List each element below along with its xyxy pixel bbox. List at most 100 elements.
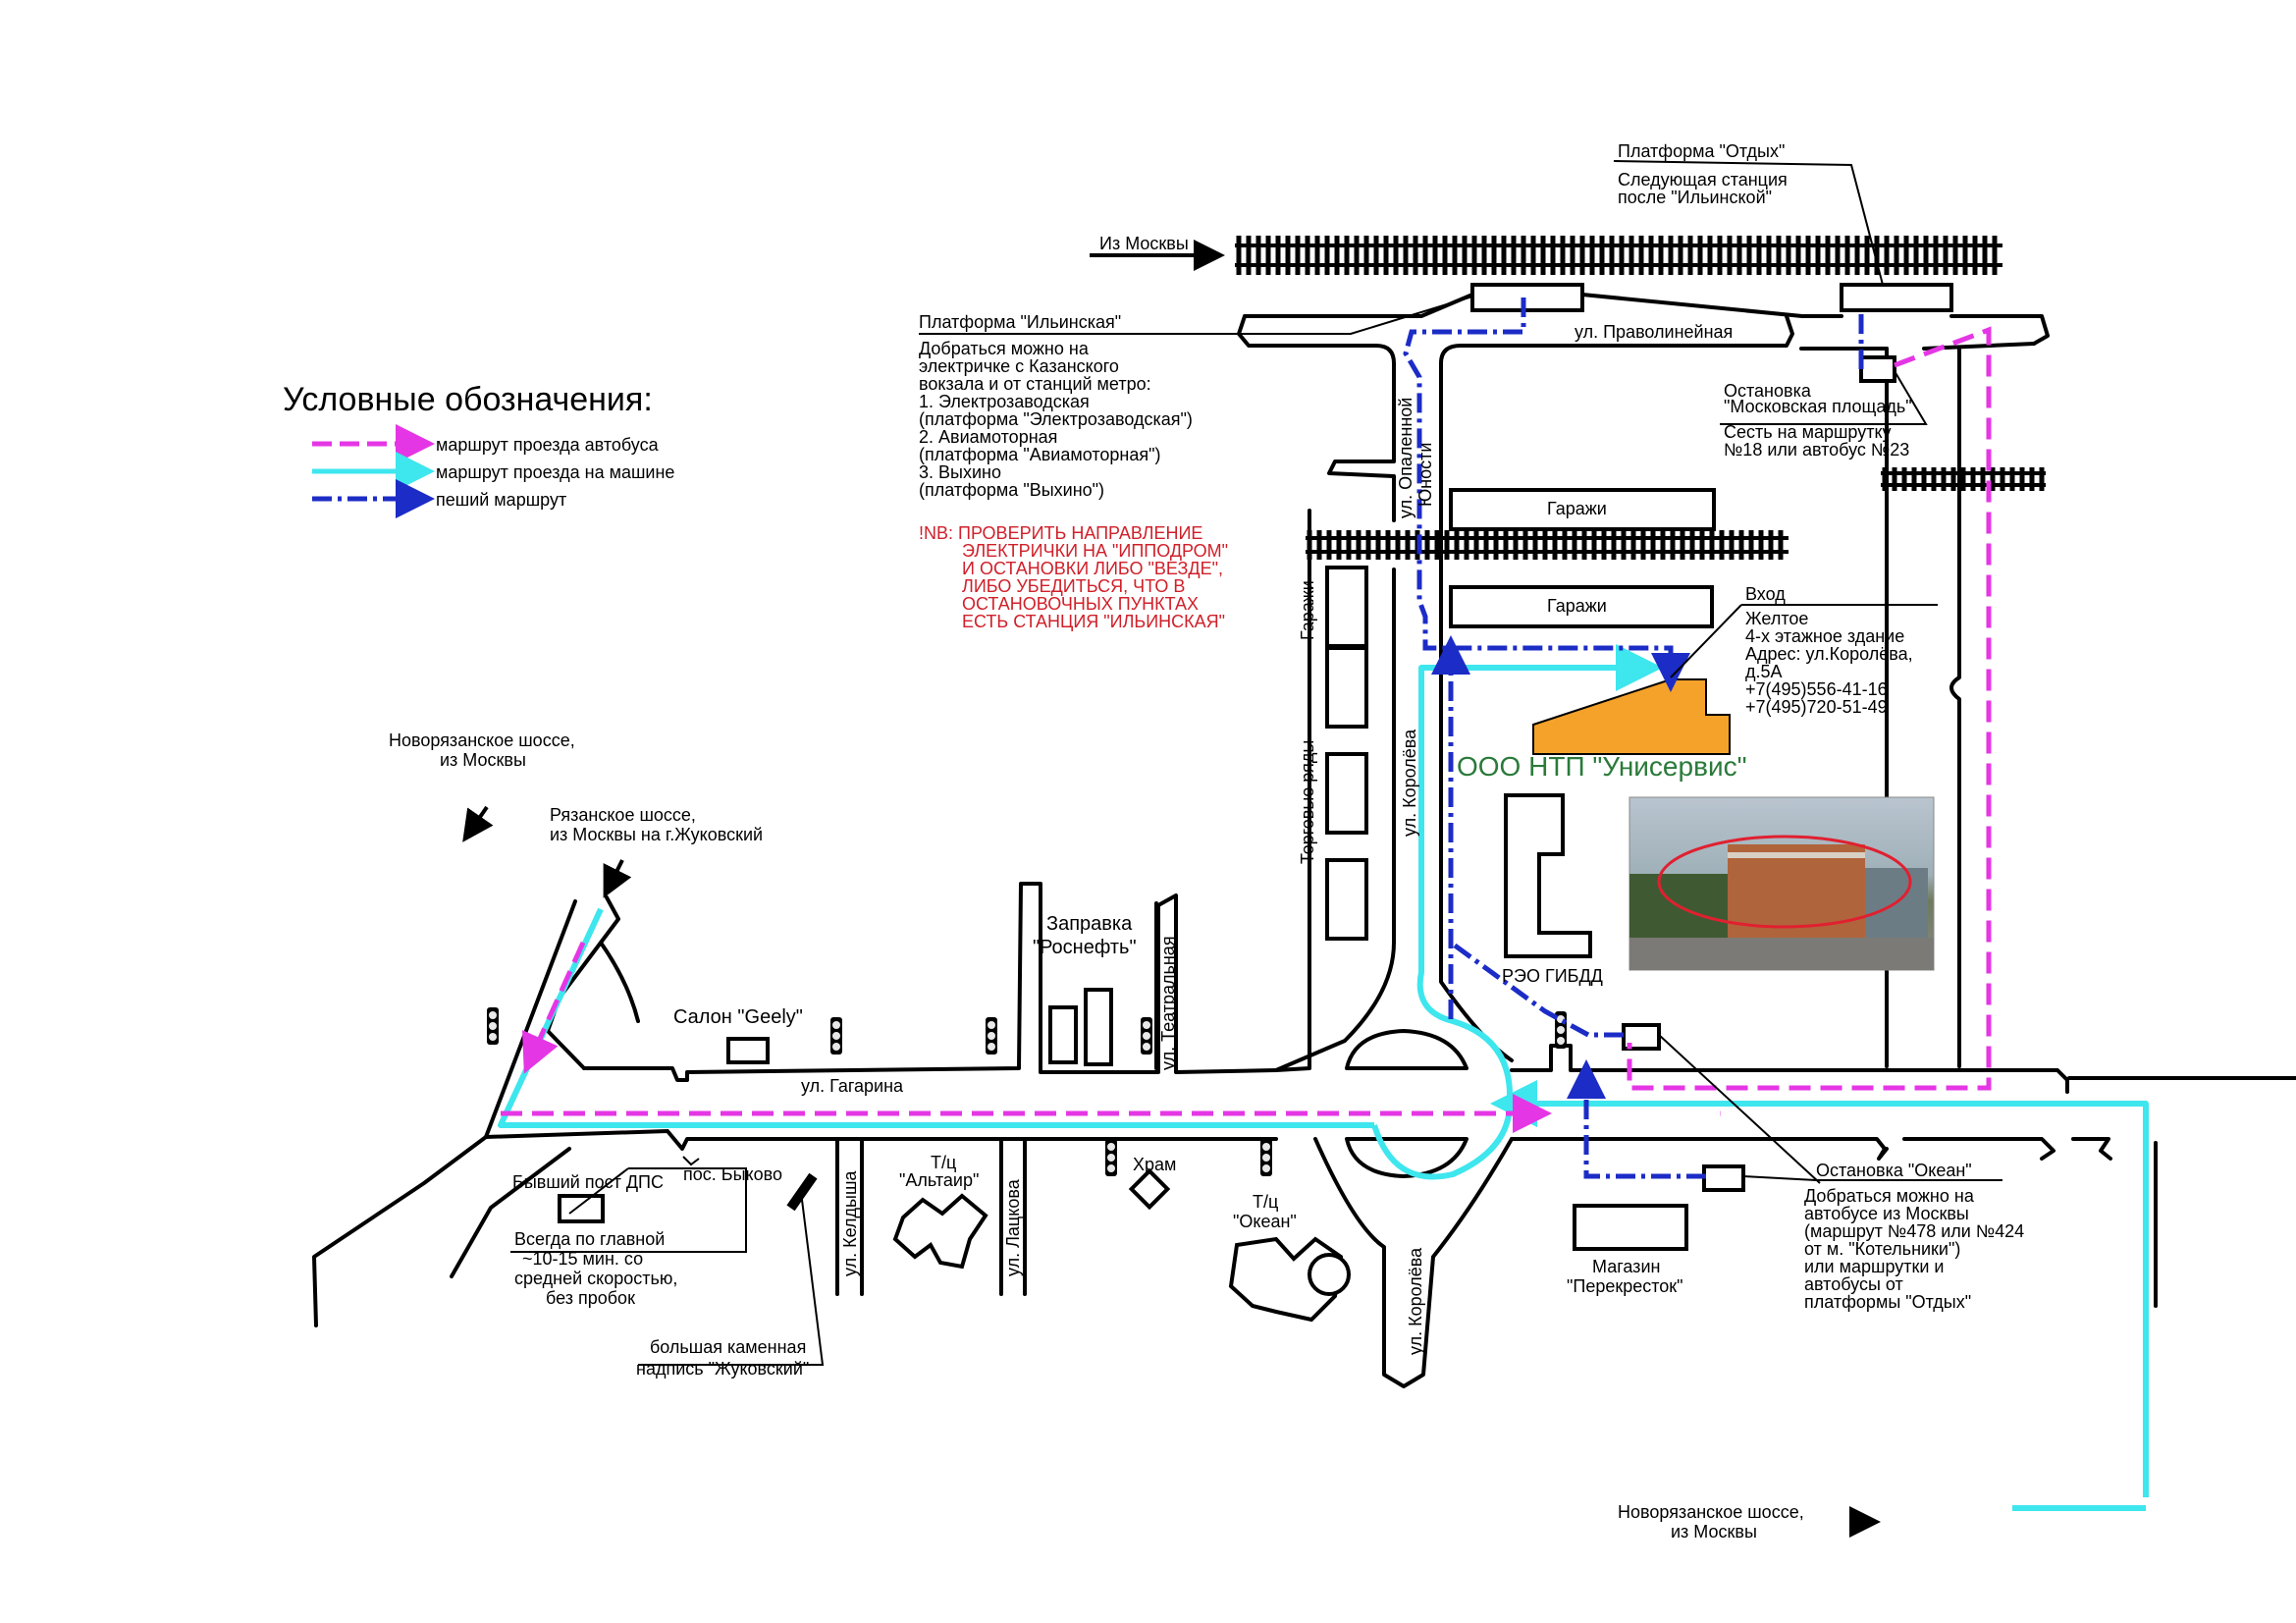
building-notes: Желтое 4-х этажное здание Адрес: ул.Коро… — [1745, 609, 1913, 717]
dps-building — [558, 1194, 605, 1223]
legend-title: Условные обозначения: — [283, 381, 653, 418]
platform-otdyh-label: Платформа "Отдых" — [1618, 141, 1785, 161]
ilyinskaya-notes: Добраться можно на электричке с Казанско… — [919, 339, 1193, 500]
leader-lines — [510, 160, 2002, 1366]
perekrestok-label-1: Магазин — [1592, 1257, 1660, 1276]
garages-1-label: Гаражи — [1547, 499, 1607, 518]
zapravka-label-1: Заправка — [1046, 913, 1133, 935]
svg-text:ОСТАНОВОЧНЫХ ПУНКТАХ: ОСТАНОВОЧНЫХ ПУНКТАХ — [962, 594, 1199, 614]
svg-text:ЕСТЬ СТАНЦИЯ "ИЛЬИНСКАЯ": ЕСТЬ СТАНЦИЯ "ИЛЬИНСКАЯ" — [962, 612, 1225, 631]
svg-text:И ОСТАНОВКИ ЛИБО "ВЕЗДЕ",: И ОСТАНОВКИ ЛИБО "ВЕЗДЕ", — [962, 559, 1223, 578]
novoryazanskoe-bottom-1: Новорязанское шоссе, — [1618, 1502, 1804, 1522]
street-opalennoy-1: ул. Опаленной — [1396, 398, 1415, 518]
zhukovsky-sign-label-2: надпись "Жуковский" — [636, 1359, 809, 1379]
street-koroleva-south: ул. Королёва — [1406, 1247, 1425, 1355]
garages-2-label: Гаражи — [1547, 596, 1607, 616]
street-koroleva-north: ул. Королёва — [1400, 729, 1419, 837]
stop-moskovskaya-label-1: Остановка — [1724, 381, 1812, 401]
traffic-light-icon — [986, 1017, 997, 1055]
svg-text:средней скоростью,: средней скоростью, — [514, 1269, 677, 1288]
buildings — [558, 355, 1896, 1323]
nb-warning: !NB: ПРОВЕРИТЬ НАПРАВЛЕНИЕ ЭЛЕКТРИЧКИ НА… — [919, 523, 1228, 631]
stop-okean-notes: Добраться можно на автобусе из Москвы (м… — [1804, 1186, 2024, 1312]
reo-gibdd-label: РЭО ГИБДД — [1502, 966, 1603, 986]
perekrestok-label-2: "Перекресток" — [1567, 1276, 1683, 1296]
svg-text:(платформа "Электрозаводская"): (платформа "Электрозаводская") — [919, 409, 1193, 429]
legend-car-label: маршрут проезда на машине — [436, 462, 674, 482]
walk-route-north — [1403, 298, 1690, 692]
street-gagarina: ул. Гагарина — [801, 1076, 904, 1096]
stop-moskovskaya-note-2: №18 или автобус №23 — [1724, 440, 1909, 460]
church-icon — [1128, 1167, 1171, 1211]
okean-mall-label-2: "Океан" — [1233, 1212, 1297, 1231]
trade-rows-label: Торговые ряды — [1298, 740, 1317, 864]
entrance-label: Вход — [1745, 584, 1786, 604]
svg-text:2. Авиамоторная: 2. Авиамоторная — [919, 427, 1057, 447]
stop-moskovskaya — [1859, 355, 1896, 383]
traffic-light-icon — [830, 1017, 842, 1055]
legend-walk-label: пеший маршрут — [436, 490, 566, 510]
traffic-light-icon — [1260, 1139, 1272, 1176]
otdyh-note-1: Следующая станция — [1618, 170, 1788, 189]
svg-text:автобусы от: автобусы от — [1804, 1274, 1903, 1294]
svg-text:платформы "Отдых": платформы "Отдых" — [1804, 1292, 1971, 1312]
svg-text:+7(495)556-41-16: +7(495)556-41-16 — [1745, 679, 1888, 699]
svg-text:д.5А: д.5А — [1745, 662, 1783, 681]
novoryazanskoe-top-1: Новорязанское шоссе, — [389, 730, 575, 750]
company-name: ООО НТП "Унисервис" — [1457, 751, 1747, 782]
legend: Условные обозначения: маршрут проезда ав… — [283, 381, 674, 518]
salon-geely-label: Салон "Geely" — [673, 1006, 803, 1028]
svg-text:Адрес: ул.Королёва,: Адрес: ул.Королёва, — [1745, 644, 1913, 664]
altair-label-1: Т/ц — [931, 1153, 956, 1172]
svg-text:вокзала и от станций метро:: вокзала и от станций метро: — [919, 374, 1151, 394]
bus-route-east — [1627, 326, 1992, 1091]
labels: Платформа "Отдых" Следующая станция посл… — [389, 141, 2024, 1542]
svg-text:электричке с Казанского: электричке с Казанского — [919, 356, 1119, 376]
zapravka-label-2: "Роснефть" — [1033, 937, 1137, 958]
street-latskova: ул. Лацкова — [1003, 1178, 1023, 1276]
traffic-light-icon — [1555, 1011, 1567, 1049]
svg-text:+7(495)720-51-49: +7(495)720-51-49 — [1745, 697, 1888, 717]
svg-text:автобусе из Москвы: автобусе из Москвы — [1804, 1204, 1969, 1223]
garages-vertical-label: Гаражи — [1298, 580, 1317, 640]
legend-bus-label: маршрут проезда автобуса — [436, 435, 660, 455]
street-pravolineynaya: ул. Праволинейная — [1575, 322, 1733, 342]
stop-moskovskaya-label-2: "Московская площадь" — [1724, 397, 1912, 416]
from-moscow-label: Из Москвы — [1099, 234, 1189, 253]
car-route-main — [498, 907, 1374, 1128]
perekrestok-building — [1573, 1204, 1688, 1251]
traffic-light-icon — [1141, 1017, 1152, 1055]
ryazanskoe-1: Рязанское шоссе, — [550, 805, 696, 825]
svg-text:(маршрут №478 или №424: (маршрут №478 или №424 — [1804, 1221, 2024, 1241]
building-photo — [1629, 796, 1935, 971]
garages-2 — [1449, 585, 1714, 628]
novoryazanskoe-top-2: из Москвы — [440, 750, 526, 770]
routes — [498, 298, 2149, 1511]
street-opalennoy-2: Юности — [1415, 443, 1435, 507]
platform-ilyinskaya-label: Платформа "Ильинская" — [919, 312, 1121, 332]
svg-text:~10-15 мин. со: ~10-15 мин. со — [522, 1249, 643, 1269]
salon-geely-building — [726, 1037, 770, 1064]
street-teatralnaya: ул. Театральная — [1158, 936, 1178, 1070]
stop-moskovskaya-note-1: Сесть на маршрутку — [1724, 422, 1892, 442]
otdyh-note-2: после "Ильинской" — [1618, 188, 1772, 207]
church-label: Храм — [1133, 1155, 1176, 1174]
stop-okean — [1702, 1164, 1745, 1192]
svg-text:1. Электрозаводская: 1. Электрозаводская — [919, 392, 1090, 411]
ryazanskoe-2: из Москвы на г.Жуковский — [550, 825, 763, 844]
always-main-note: Всегда по главной ~10-15 мин. со средней… — [514, 1229, 677, 1308]
traffic-light-icon — [487, 1007, 499, 1045]
traffic-lights — [487, 1007, 1567, 1176]
okean-mall-label-1: Т/ц — [1253, 1192, 1278, 1212]
roads — [312, 293, 2296, 1388]
svg-text:3. Выхино: 3. Выхино — [919, 462, 1001, 482]
zhukovsky-sign-label-1: большая каменная — [650, 1337, 806, 1357]
traffic-light-icon — [1105, 1139, 1117, 1176]
garages-1 — [1449, 488, 1716, 531]
svg-text:Добраться можно на: Добраться можно на — [919, 339, 1090, 358]
reo-gibdd-building — [1504, 793, 1592, 958]
svg-text:ЭЛЕКТРИЧКИ НА "ИППОДРОМ": ЭЛЕКТРИЧКИ НА "ИППОДРОМ" — [962, 541, 1228, 561]
car-route-east — [1490, 1080, 2149, 1497]
dps-label: Бывший пост ДПС — [512, 1172, 664, 1192]
